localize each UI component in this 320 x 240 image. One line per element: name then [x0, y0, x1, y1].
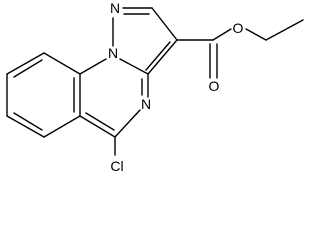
- bonds: [6, 7, 304, 156]
- bond: [151, 7, 178, 41]
- atom-n-pyrimidine: N: [141, 96, 151, 112]
- bond: [147, 39, 178, 75]
- bond: [79, 58, 107, 75]
- molecule-diagram: N N N O O Cl: [6, 0, 304, 174]
- bond: [43, 52, 81, 75]
- bond: [79, 115, 116, 138]
- atom-n-bridgehead: N: [108, 45, 118, 61]
- bond-inner: [13, 59, 43, 78]
- bond-inner: [85, 112, 115, 131]
- bond: [212, 28, 232, 41]
- bond: [43, 115, 81, 138]
- atom-n-pyrazole-top: N: [110, 0, 120, 16]
- atom-chlorine: Cl: [110, 158, 123, 174]
- bond: [119, 58, 149, 75]
- atom-o-ester: O: [233, 20, 244, 36]
- bond-inner: [13, 112, 43, 131]
- bond: [6, 52, 45, 75]
- bond: [245, 28, 267, 41]
- bond-inner: [145, 41, 171, 71]
- atom-o-carbonyl: O: [209, 78, 220, 94]
- bond: [114, 109, 141, 138]
- bond: [6, 115, 45, 138]
- atom-labels: N N N O O Cl: [108, 0, 244, 174]
- bond: [265, 19, 304, 41]
